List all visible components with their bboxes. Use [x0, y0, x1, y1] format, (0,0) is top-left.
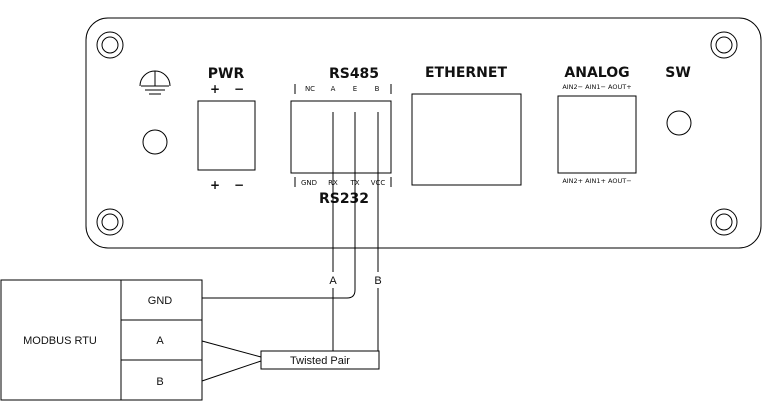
pwr-connector: [197, 100, 256, 171]
twisted-pair-label: Twisted Pair: [290, 355, 350, 367]
ground-icon: [139, 70, 171, 95]
screw-bottom-left-icon: [96, 208, 124, 236]
wire-label-b: B: [374, 275, 381, 287]
wire-gnd: [202, 112, 356, 299]
wire-twisted-a: [201, 340, 262, 358]
wire-label-a: A: [329, 275, 337, 287]
rs232-pin-gnd: GND: [301, 179, 317, 187]
screw-bottom-right-icon: [710, 208, 738, 236]
pwr-bottom-plus: +: [210, 178, 220, 192]
pwr-title: PWR: [208, 66, 245, 82]
twisted-pair-box: [260, 350, 380, 370]
rs485-pin-b: B: [375, 85, 380, 93]
analog-bottom-pins: AIN2+ AIN1+ AOUT−: [562, 177, 631, 185]
analog-top-pins: AIN2− AIN1− AOUT+: [562, 83, 631, 91]
rs485-pin-nc: NC: [305, 85, 315, 93]
modbus-table: [0, 279, 203, 401]
rs485-title: RS485: [329, 66, 379, 82]
pwr-bottom-minus: −: [234, 178, 244, 192]
sw-button: [666, 110, 692, 136]
rs485-connector: [290, 100, 392, 174]
ground-terminal-icon: [142, 129, 168, 155]
ethernet-port: [411, 93, 522, 186]
analog-connector: [557, 95, 637, 174]
rs485-pin-e: E: [353, 85, 357, 93]
wire-twisted-b: [201, 360, 262, 382]
modbus-row-a: A: [156, 335, 164, 347]
modbus-row-gnd: GND: [148, 295, 173, 307]
modbus-device-name: MODBUS RTU: [23, 335, 97, 347]
screw-top-right-icon: [710, 31, 738, 59]
screw-top-left-icon: [96, 31, 124, 59]
wires: [201, 112, 379, 382]
sw-title: SW: [665, 65, 691, 81]
ethernet-title: ETHERNET: [425, 65, 507, 81]
pwr-top-plus: +: [210, 82, 220, 96]
analog-title: ANALOG: [564, 65, 629, 81]
device-panel: [85, 17, 762, 249]
modbus-row-b: B: [156, 376, 163, 388]
rs232-title: RS232: [319, 191, 369, 207]
pwr-top-minus: −: [234, 82, 244, 96]
rs485-pin-a: A: [331, 85, 336, 93]
